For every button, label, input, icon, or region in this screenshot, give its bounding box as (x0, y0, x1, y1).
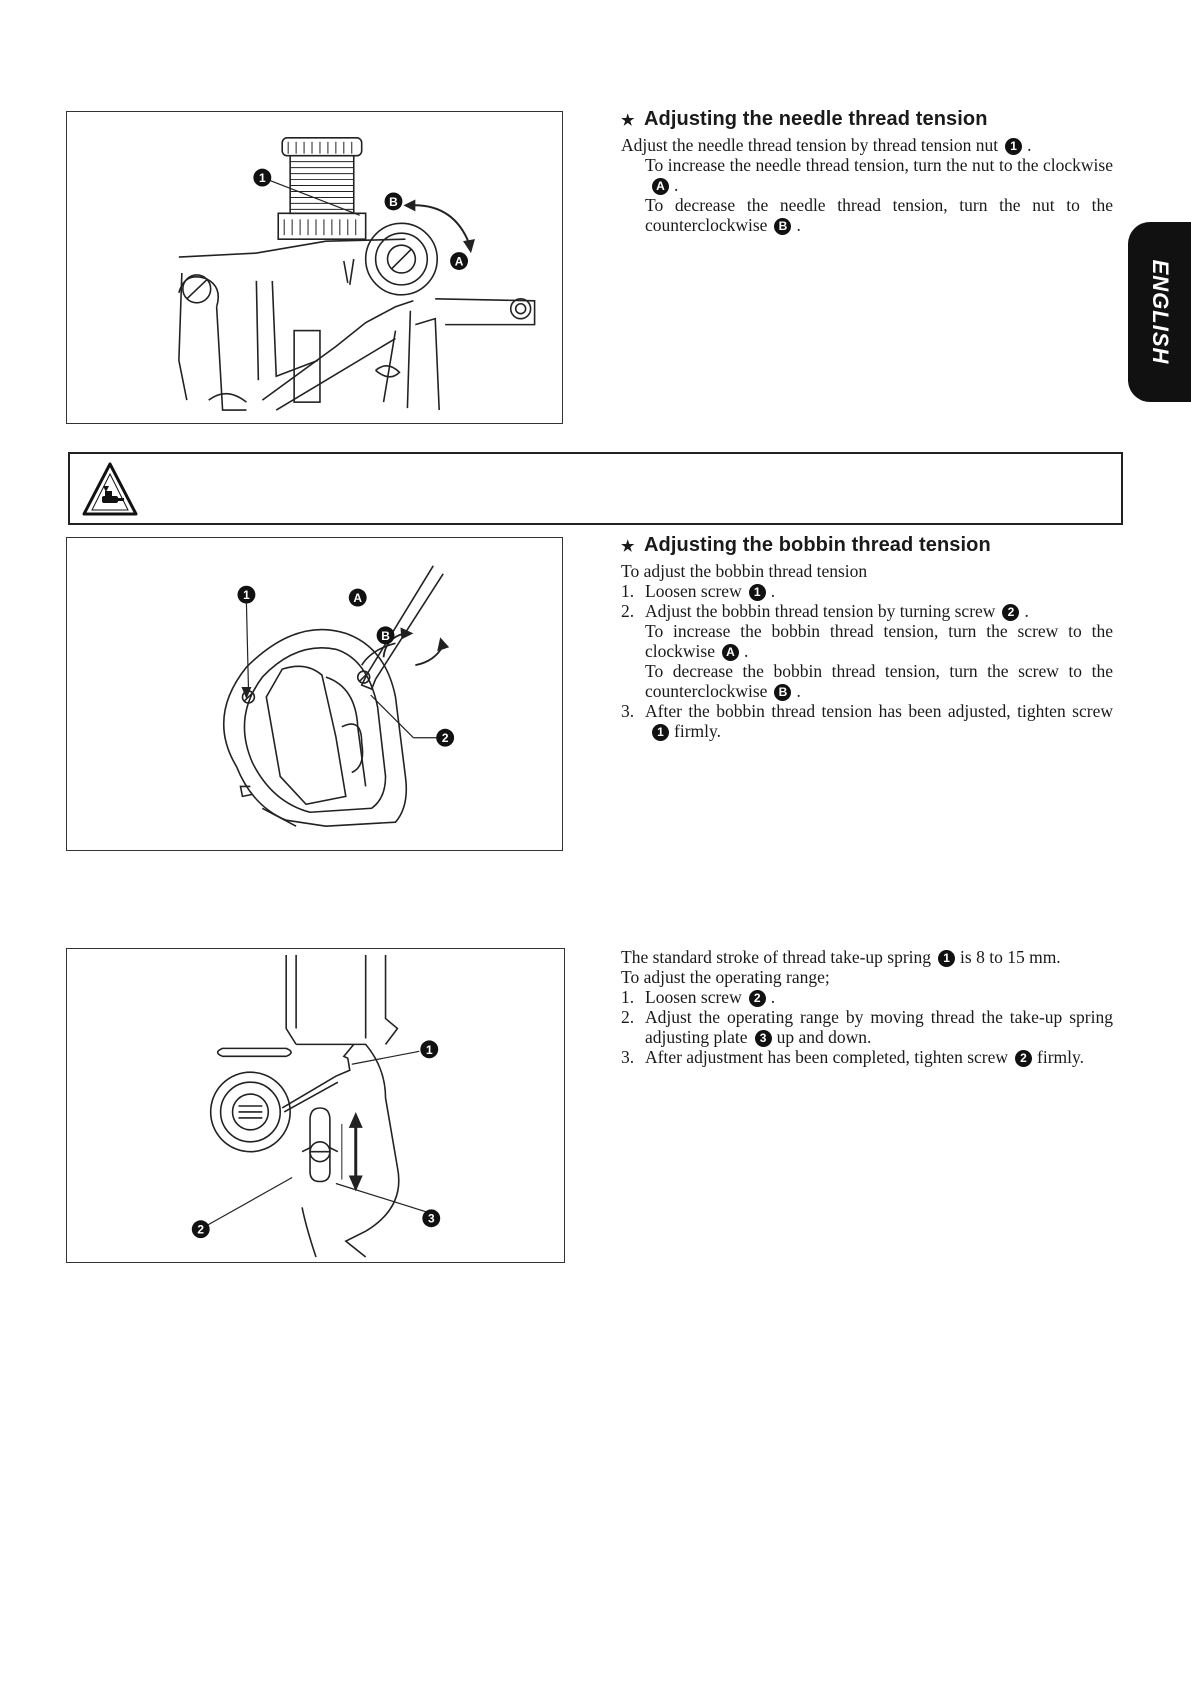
figure-bobbin-thread-tension: 1 2 A B (66, 537, 563, 851)
section1-increase: To increase the needle thread tension, t… (645, 155, 1113, 195)
star-icon: ★ (621, 538, 635, 555)
badge-1-icon: 1 (652, 724, 669, 741)
section1-line1: Adjust the needle thread tension by thre… (621, 135, 1032, 155)
badge-2-icon: 2 (1015, 1050, 1033, 1067)
figure3-labels: 1 2 3 (191, 1040, 441, 1239)
figure2-labels: 1 2 A B (237, 585, 455, 747)
star-icon: ★ (621, 112, 635, 129)
section2-decrease: To decrease the bobbin thread tension, t… (645, 661, 1113, 701)
figure3-label-1: 1 (426, 1043, 433, 1057)
badge-1-icon: 1 (938, 950, 956, 967)
warning-box (68, 452, 1123, 525)
section2-step3: 3.After the bobbin thread tension has be… (621, 701, 1113, 741)
section2-step2: 2.Adjust the bobbin thread tension by tu… (621, 601, 1029, 621)
take-up-spring-illustration: 1 2 3 (191, 954, 441, 1258)
badge-a-icon: A (721, 644, 739, 661)
badge-2-icon: 2 (748, 990, 766, 1007)
section2-increase: To increase the bobbin thread tension, t… (645, 621, 1113, 661)
badge-a-icon: A (652, 178, 669, 195)
figure1-label-a: A (455, 255, 464, 269)
section3-step3: 3.After adjustment has been completed, t… (621, 1047, 1084, 1067)
figure3-label-2: 2 (197, 1223, 204, 1237)
section3-intro: The standard stroke of thread take-up sp… (621, 947, 1061, 967)
badge-3-icon: 3 (754, 1030, 772, 1047)
figure2-label-1: 1 (243, 588, 250, 602)
section2-heading: ★ Adjusting the bobbin thread tension (621, 533, 1113, 559)
section1-title: Adjusting the needle thread tension (644, 108, 988, 130)
badge-1-icon: 1 (748, 584, 766, 601)
section1-heading: ★ Adjusting the needle thread tension (621, 107, 1113, 133)
language-tab-label: ENGLISH (1147, 259, 1173, 365)
section2-intro: To adjust the bobbin thread tension (621, 561, 868, 581)
section-take-up-spring: The standard stroke of thread take-up sp… (621, 947, 1113, 1067)
figure2-label-a: A (353, 591, 362, 605)
section3-range-intro: To adjust the operating range; (621, 967, 830, 987)
figure3-label-3: 3 (428, 1212, 435, 1226)
figure1-label-1: 1 (259, 171, 266, 185)
section1-decrease: To decrease the needle thread tension, t… (645, 195, 1113, 235)
badge-2-icon: 2 (1002, 604, 1020, 621)
bobbin-tension-illustration: 1 2 A B (222, 565, 455, 827)
section-needle-thread-tension: ★ Adjusting the needle thread tension Adj… (621, 107, 1113, 235)
needle-tension-illustration: 1 A B (178, 137, 536, 411)
figure-needle-thread-tension: 1 A B (66, 111, 563, 424)
figure2-label-2: 2 (442, 731, 449, 745)
caution-hand-icon (82, 462, 138, 516)
figure1-label-b: B (389, 195, 398, 209)
badge-b-icon: B (774, 684, 792, 701)
figure2-label-b: B (381, 629, 390, 643)
badge-b-icon: B (774, 218, 792, 235)
language-tab: ENGLISH (1128, 222, 1191, 402)
badge-1-icon: 1 (1005, 138, 1023, 155)
figure-take-up-spring: 1 2 3 (66, 948, 565, 1263)
section2-title: Adjusting the bobbin thread tension (644, 534, 991, 556)
figure1-labels: 1 A B (253, 168, 469, 270)
section3-step2: 2.Adjust the operating range by moving t… (621, 1007, 1113, 1047)
section-bobbin-thread-tension: ★ Adjusting the bobbin thread tension To … (621, 533, 1113, 741)
